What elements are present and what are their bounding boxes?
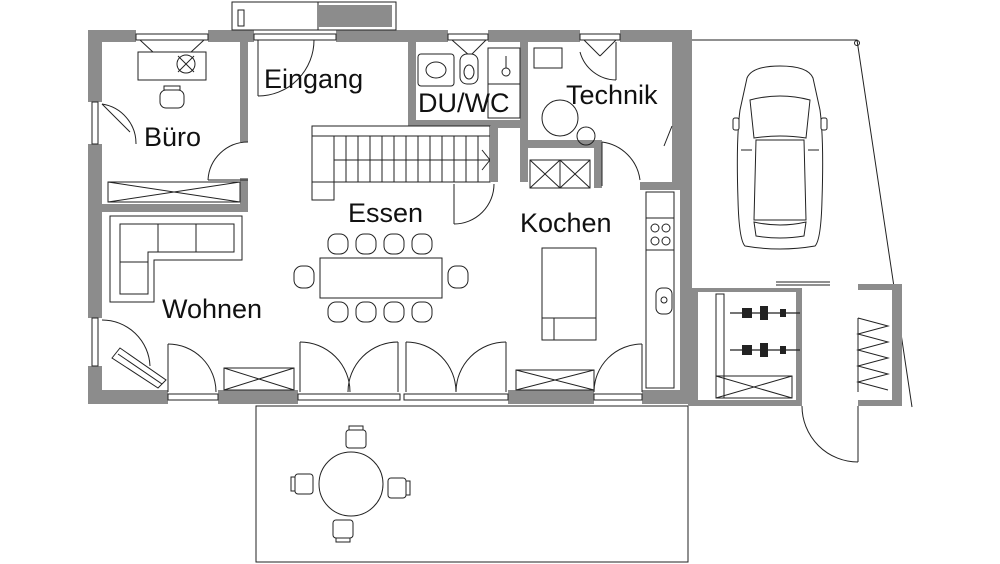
kitchen-island — [541, 247, 597, 341]
shed-louvers — [856, 317, 890, 392]
terrace-chairs — [290, 425, 411, 543]
technical-room-equipment — [533, 47, 596, 146]
terrace — [255, 405, 689, 563]
room-label-buero: Büro — [144, 122, 201, 152]
pantry-cabinets — [529, 159, 591, 189]
room-label-wohnen: Wohnen — [162, 294, 262, 324]
room-label-eingang: Eingang — [264, 64, 363, 94]
sideboards — [223, 367, 595, 391]
exterior-walls — [88, 30, 692, 404]
staircase — [311, 125, 498, 201]
room-label-kochen: Kochen — [520, 208, 612, 238]
interior-walls — [102, 42, 680, 212]
room-label-essen: Essen — [348, 198, 423, 228]
room-label-technik: Technik — [566, 80, 658, 110]
bicycles — [730, 306, 800, 357]
windows — [91, 33, 643, 401]
kitchen-counter — [645, 191, 675, 389]
room-labels: Eingang DU/WC Technik Büro Essen Kochen … — [144, 64, 658, 324]
entrance-canopy — [231, 1, 397, 31]
office-furniture — [137, 51, 207, 109]
lounge-chair — [111, 347, 167, 389]
bathroom-fixtures — [417, 47, 521, 119]
car — [732, 65, 828, 250]
room-label-du-wc: DU/WC — [418, 88, 509, 118]
sofa — [109, 215, 243, 303]
dining-chairs — [293, 233, 469, 323]
doors — [101, 39, 673, 393]
wall-openings — [87, 29, 642, 405]
round-table — [318, 451, 384, 517]
bike-shed — [688, 284, 902, 463]
office-cabinet — [107, 181, 241, 203]
dining-table — [319, 257, 443, 299]
